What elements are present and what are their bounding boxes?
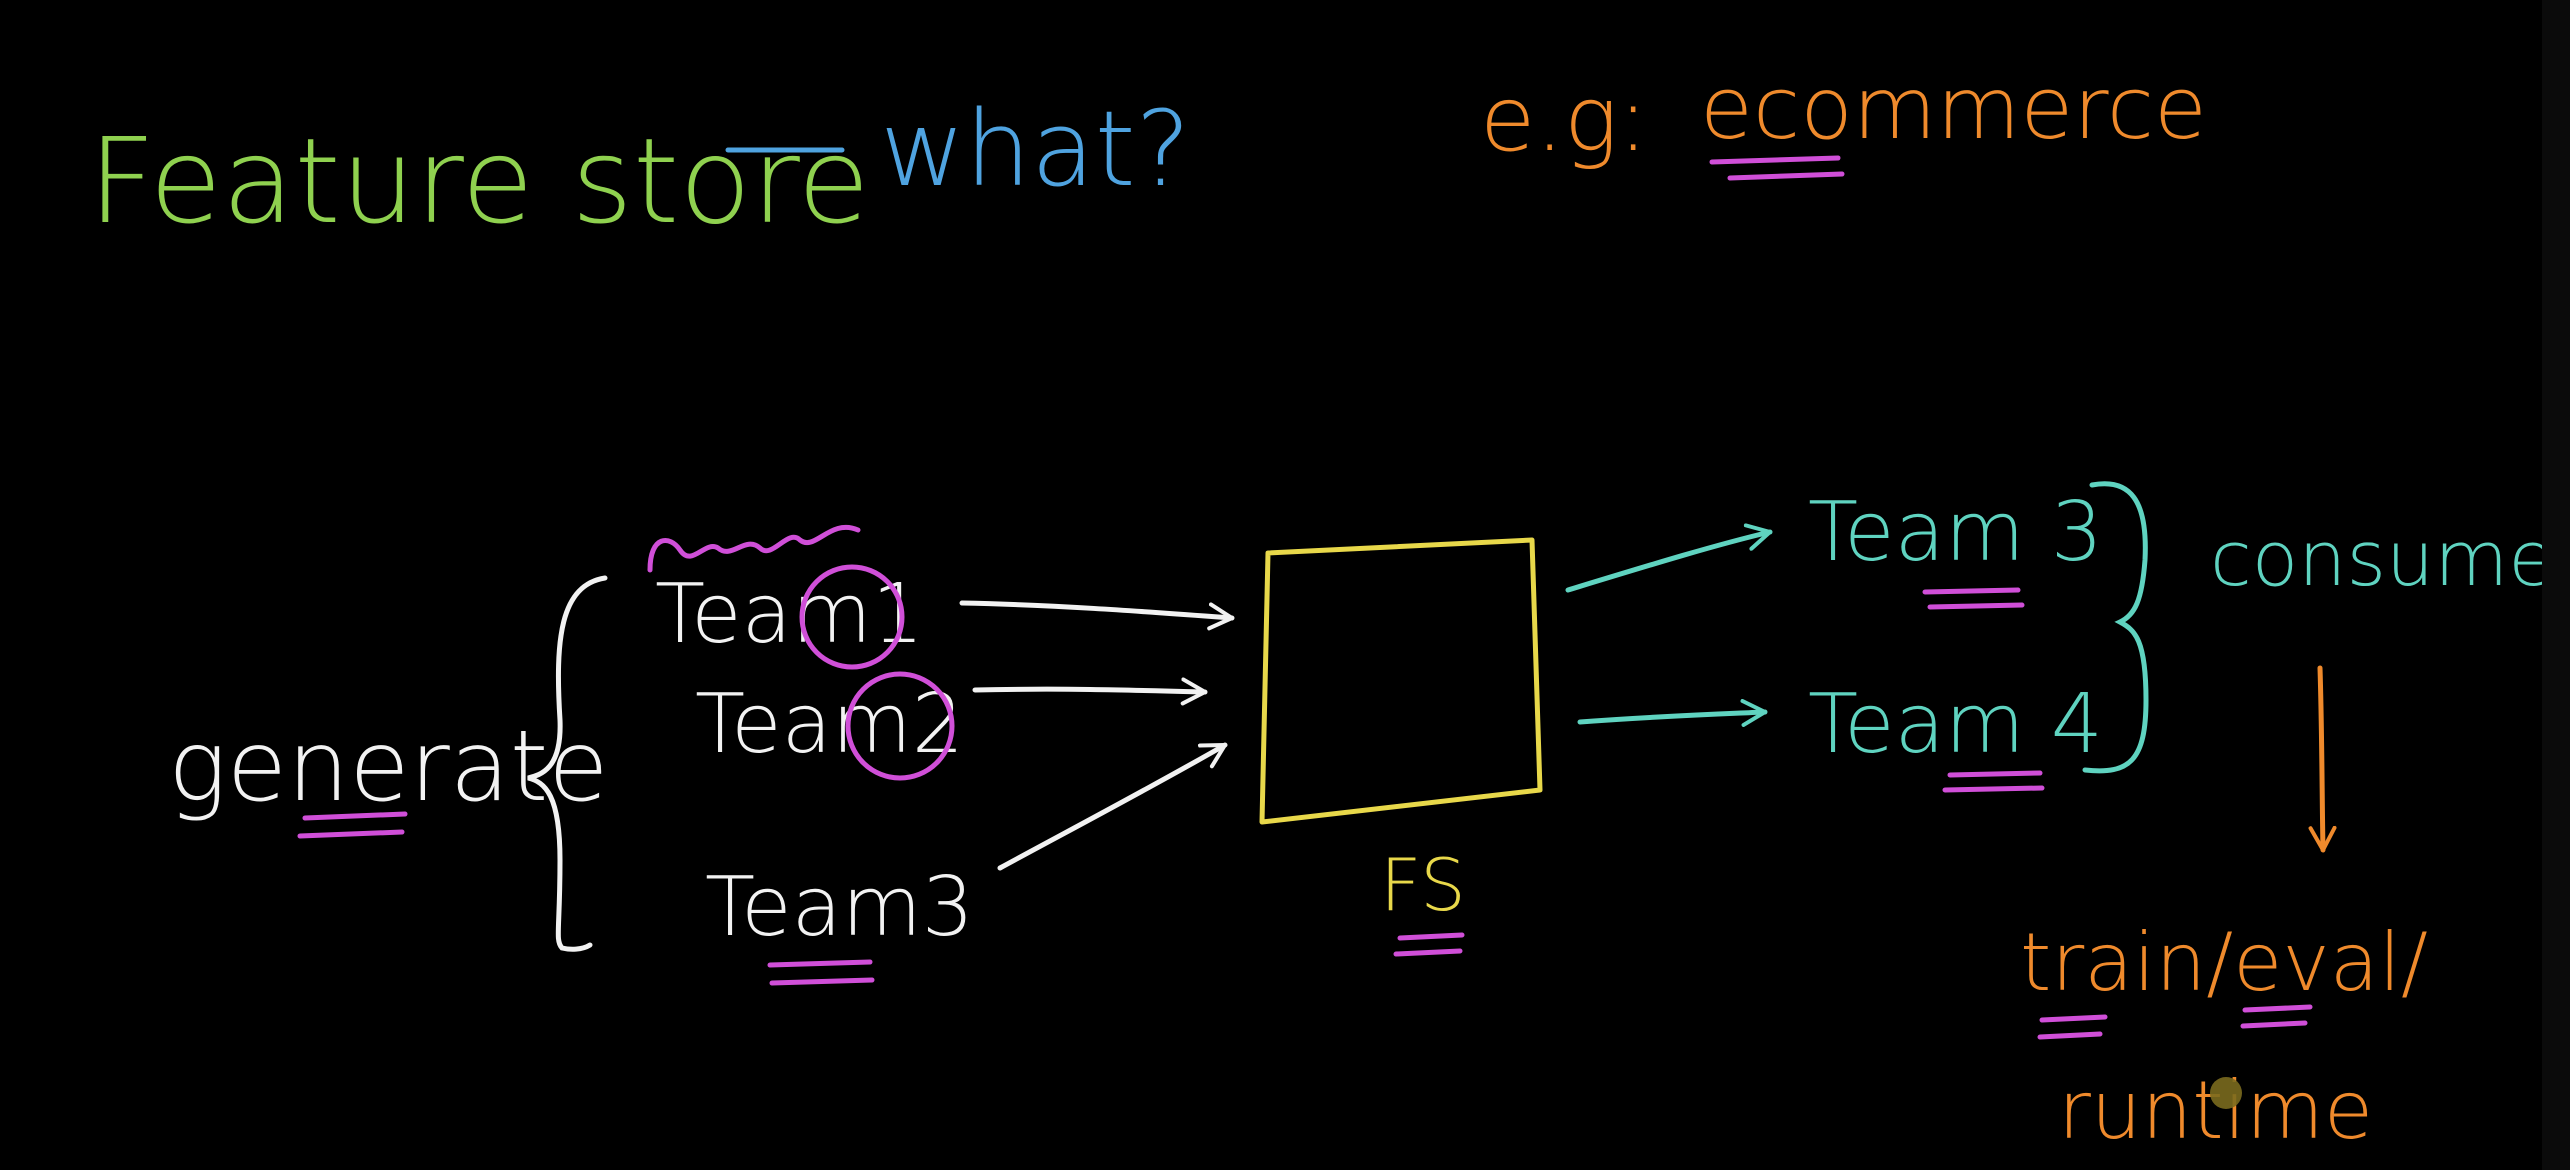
feature-store-box [1259, 537, 1543, 825]
consumer-team-4: Team 4 [1808, 677, 2103, 772]
fs-underline [1393, 932, 1465, 957]
arrow-consume-to-usage [2308, 665, 2337, 853]
team2-number-circle [845, 671, 955, 781]
pointer-cursor-dot [2210, 1077, 2242, 1109]
usage-online: runtime [2058, 1064, 2373, 1157]
example-underline [1709, 155, 1845, 181]
arrow-team1-to-fs [959, 600, 1235, 631]
example-word: ecommerce [1700, 59, 2207, 159]
team1-squiggle [647, 525, 861, 573]
right-edge-strip [2542, 0, 2570, 1170]
consumer-team3-underline [1922, 587, 2025, 610]
generate-label: generate [168, 710, 609, 824]
consume-label: consume [2210, 514, 2555, 603]
title-feature-store: Feature store [88, 112, 870, 250]
consumer-team-3: Team 3 [1808, 485, 2103, 580]
team1-number-circle [799, 564, 905, 670]
generate-underline [297, 811, 408, 839]
usage-offline-underline [2037, 1004, 2313, 1040]
producer-brace [527, 575, 608, 952]
arrow-fs-to-team4 [1577, 698, 1768, 727]
usage-offline: train/eval/ [2020, 916, 2428, 1009]
producer-team-2: Team2 [695, 677, 964, 772]
consumer-brace [2082, 481, 2149, 774]
arrow-team3-to-fs [997, 742, 1228, 871]
title-what: what? [880, 88, 1191, 210]
arrow-team2-to-fs [972, 677, 1208, 706]
consumer-team4-underline [1942, 770, 2045, 793]
arrow-fs-to-team3 [1565, 523, 1773, 593]
producer-team-3: Team3 [705, 860, 974, 955]
fs-label: FS [1380, 843, 1466, 927]
example-prefix: e.g: [1480, 67, 1648, 172]
team3-underline [767, 959, 875, 986]
producer-team-1: Team1 [655, 567, 924, 662]
